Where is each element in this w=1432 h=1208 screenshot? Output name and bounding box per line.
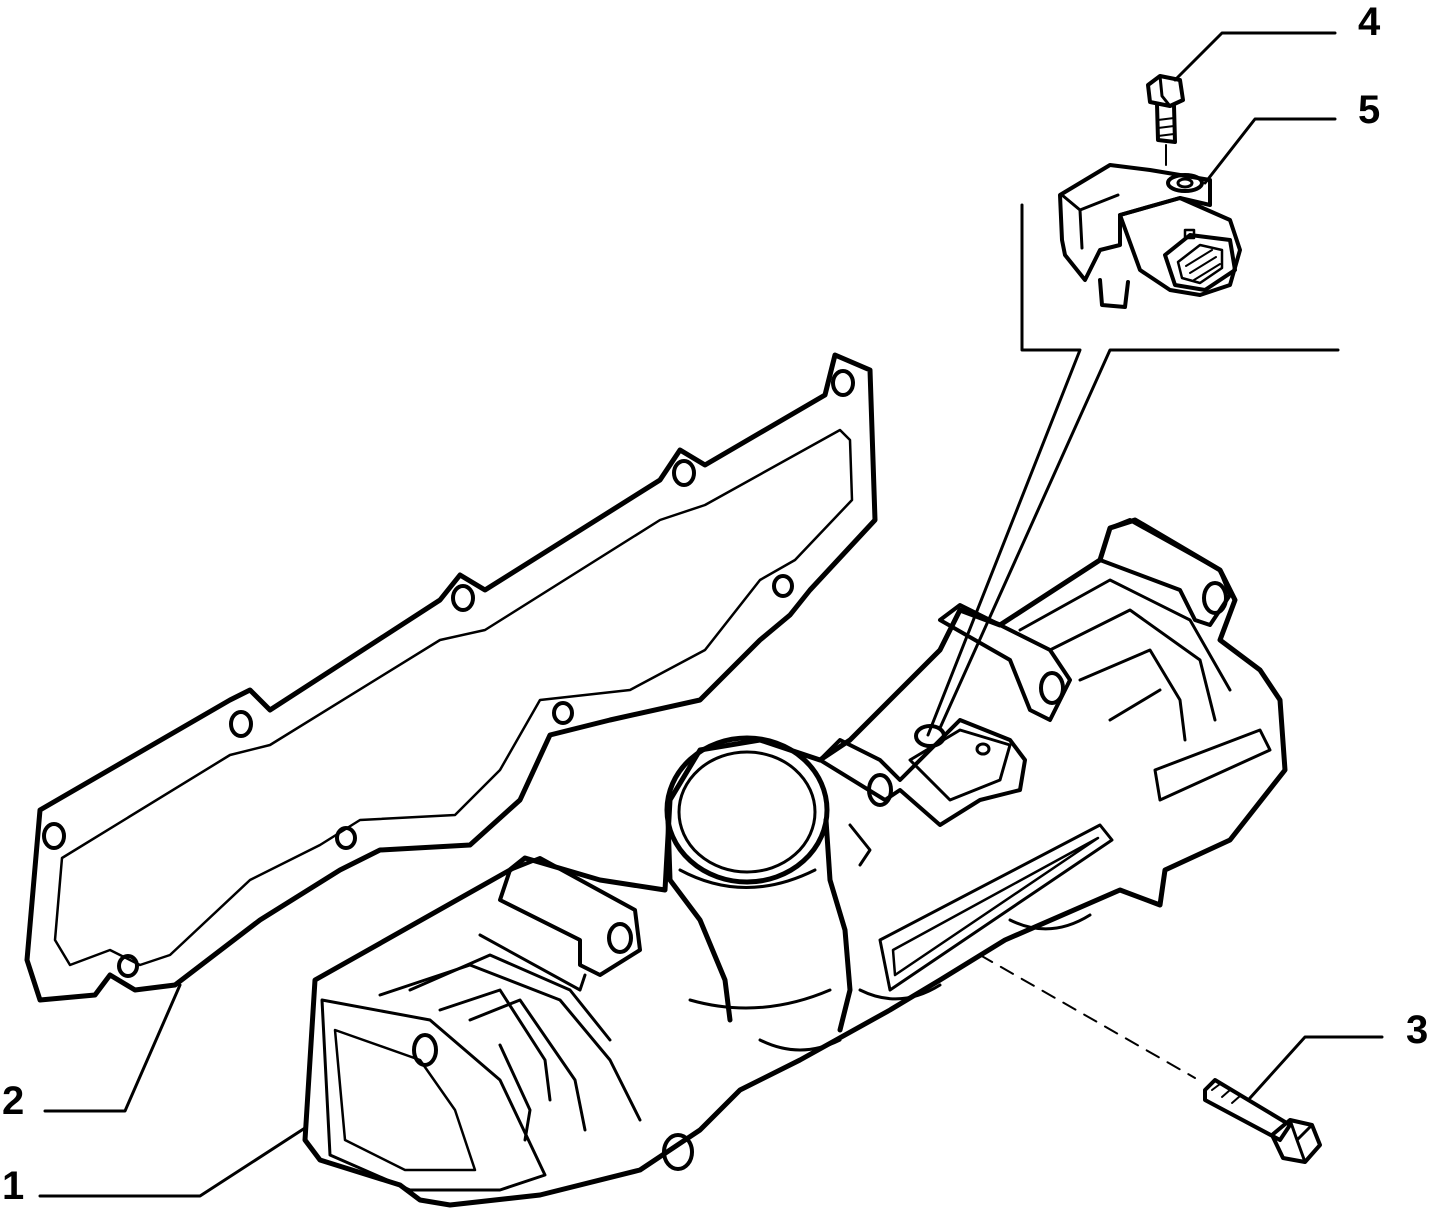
leader-3 [1248, 1035, 1384, 1100]
callout-2: 2 [2, 1079, 25, 1123]
leader-1 [38, 1126, 307, 1198]
pressure-sensor [1058, 163, 1242, 309]
intake-manifold [302, 517, 1288, 1208]
sensor-screw [1146, 74, 1185, 166]
leader-sensor-bracket [926, 203, 1082, 737]
leader-5 [1203, 117, 1337, 185]
leader-sensor-pad [938, 348, 1340, 730]
callout-4: 4 [1358, 0, 1381, 44]
leader-4 [1173, 31, 1337, 82]
bolt-axis-dashed [979, 954, 1196, 1079]
callout-5: 5 [1358, 88, 1381, 132]
manifold-gasket [24, 352, 878, 1003]
callout-1: 1 [2, 1164, 25, 1208]
leader-lines [38, 31, 1384, 1198]
leader-2 [43, 983, 182, 1113]
manifold-bolt [1203, 1078, 1322, 1164]
callout-3: 3 [1406, 1008, 1429, 1052]
